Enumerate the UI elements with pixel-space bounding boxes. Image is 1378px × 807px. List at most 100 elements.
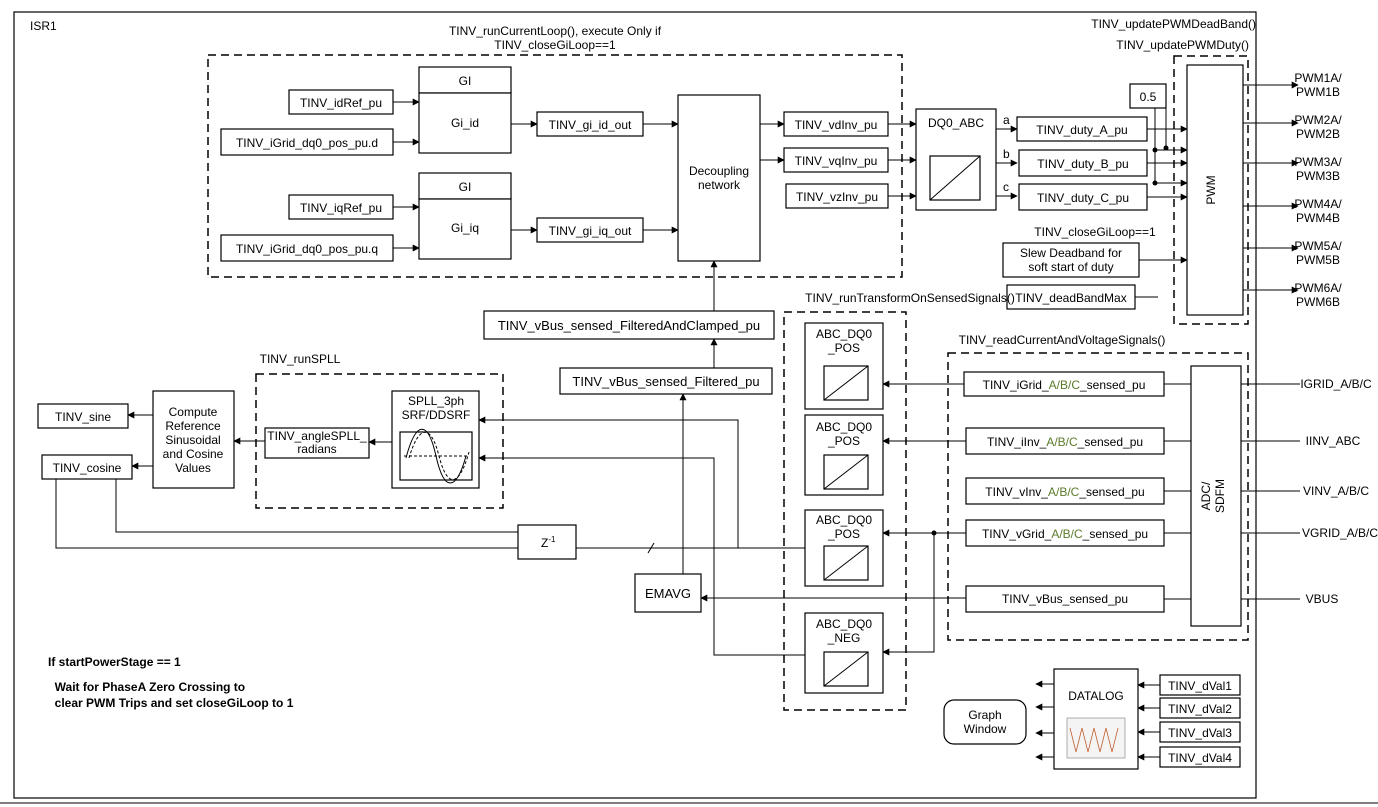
junction-half-2 (1152, 180, 1158, 186)
pwm1-label-1: PWM1A/ (1294, 71, 1342, 85)
bus-slash (647, 542, 655, 554)
pwm5-label-2: PWM5B (1296, 253, 1340, 267)
input-vinv: VINV_A/B/C (1303, 484, 1369, 498)
spll-wave-2 (408, 431, 470, 480)
z-inverse-block[interactable] (517, 524, 577, 560)
angle-spll-box[interactable] (264, 427, 370, 459)
vzinv-box[interactable] (785, 183, 889, 209)
gi-id-out-box[interactable] (536, 111, 644, 137)
adc-label-1: ADC/ (1199, 481, 1213, 510)
compute-line-1: Compute (169, 405, 218, 419)
vinv-sensed-label: TINV_vInv_A/B/C_sensed_pu (985, 485, 1144, 499)
gi-iq-out-box[interactable] (536, 217, 644, 243)
iinv-sensed-label: TINV_iInv_A/B/C_sensed_pu (987, 435, 1143, 449)
gi-id-header[interactable] (418, 66, 512, 94)
duty-title: TINV_updatePWMDuty() (1116, 38, 1249, 52)
deadband-max-box[interactable] (1006, 284, 1136, 310)
vqinv-box[interactable] (783, 147, 889, 173)
vbus-sensed-box[interactable] (965, 585, 1165, 613)
vbus-filtered-clamped-label: TINV_vBus_sensed_FilteredAndClamped_pu (498, 318, 760, 333)
input-vbus: VBUS (1306, 592, 1339, 606)
gi-iq-out-label: TINV_gi_iq_out (549, 224, 632, 238)
vbus-filtered-clamped-box[interactable] (483, 310, 775, 340)
pwm-label: PWM (1204, 175, 1218, 204)
abc-dq0-pos-3-label-1: ABC_DQ0 (816, 513, 872, 527)
read-signals-region (947, 352, 1249, 641)
wire-sine-z (55, 479, 518, 549)
compute-block[interactable] (152, 390, 235, 489)
abc-dq0-pos-1-label-1: ABC_DQ0 (816, 327, 872, 341)
angle-label-1: TINV_angleSPLL_ (267, 429, 367, 443)
pwm-block[interactable] (1186, 64, 1244, 316)
duty-c-label: TINV_duty_C_pu (1037, 191, 1129, 205)
duty-b-box[interactable] (1018, 149, 1148, 177)
igrid-sensed-box[interactable] (963, 371, 1165, 397)
duty-a-box[interactable] (1016, 116, 1148, 142)
half-const-label: 0.5 (1140, 90, 1157, 104)
pwm4-label-2: PWM4B (1296, 211, 1340, 225)
vdinv-label: TINV_vdInv_pu (795, 118, 878, 132)
angle-label-2: radians (297, 442, 336, 456)
cosine-box[interactable] (41, 454, 133, 480)
compute-line-5: Values (175, 461, 211, 475)
abc-dq0-neg-diagonal (823, 651, 869, 687)
junction-half-3 (1163, 145, 1169, 151)
compute-line-3: Sinusoidal (165, 433, 220, 447)
startup-note-2: Wait for PhaseA Zero Crossing to (48, 680, 245, 694)
abc-dq0-pos-1-label-2: _POS (827, 341, 860, 355)
phase-c-label: c (1003, 180, 1009, 194)
spll-label-2: SRF/DDSRF (402, 408, 471, 422)
decoupling-network[interactable] (677, 94, 761, 262)
igrid-d-box[interactable] (220, 128, 394, 156)
pwm2-label-1: PWM2A/ (1294, 113, 1342, 127)
sine-box[interactable] (37, 403, 129, 429)
arrow-neg-spll (478, 454, 805, 656)
phase-a-label: a (1003, 113, 1010, 127)
gi-id-header-label: GI (459, 74, 472, 88)
spll-wave-1 (405, 428, 467, 484)
gi-id-out-label: TINV_gi_id_out (549, 118, 632, 132)
vbus-sensed-label: TINV_vBus_sensed_pu (1002, 592, 1128, 606)
compute-line-4: and Cosine (163, 447, 224, 461)
dval3-label: TINV_dVal3 (1168, 726, 1232, 740)
pwm3-label-2: PWM3B (1296, 169, 1340, 183)
dq0-abc-diagonal (929, 155, 981, 201)
gi-id-block[interactable] (418, 92, 512, 154)
emavg-block[interactable] (634, 573, 702, 613)
arrow-vgrid-neg (882, 533, 935, 656)
abc-dq0-pos-3-label-2: _POS (827, 527, 860, 541)
iqref-box[interactable] (288, 194, 394, 220)
gi-iq-header[interactable] (418, 172, 512, 200)
gi-iq-label: Gi_iq (451, 221, 479, 235)
pwm5-label-1: PWM5A/ (1294, 239, 1342, 253)
dval2-label: TINV_dVal2 (1168, 702, 1232, 716)
input-igrid: IGRID_A/B/C (1300, 377, 1372, 391)
vinv-sensed-box[interactable] (965, 477, 1165, 505)
decoupling-label-1: Decoupling (689, 164, 749, 178)
dq0-abc-label: DQ0_ABC (928, 116, 984, 130)
phase-b-label: b (1003, 147, 1010, 161)
duty-a-label: TINV_duty_A_pu (1036, 123, 1127, 137)
duty-c-box[interactable] (1018, 183, 1148, 211)
emavg-label: EMAVG (645, 586, 691, 601)
idref-label: TINV_idRef_pu (300, 96, 382, 110)
input-vgrid: VGRID_A/B/C (1302, 526, 1378, 540)
idref-box[interactable] (288, 89, 394, 115)
isr-frame (13, 11, 1257, 799)
spll-label-1: SPLL_3ph (408, 394, 464, 408)
abc-dq0-neg-label-1: ABC_DQ0 (816, 617, 872, 631)
iqref-label: TINV_iqRef_pu (300, 201, 382, 215)
vgrid-sensed-label: TINV_vGrid_A/B/C_sensed_pu (982, 527, 1148, 541)
adc-sdfm-block[interactable] (1190, 365, 1242, 627)
vbus-filtered-box[interactable] (559, 367, 773, 395)
vbus-filtered-label: TINV_vBus_sensed_Filtered_pu (572, 374, 759, 389)
abc-dq0-pos-2-label-2: _POS (827, 434, 860, 448)
current-loop-title-1: TINV_runCurrentLoop(), execute Only if (449, 24, 662, 38)
startup-note-1: If startPowerStage == 1 (48, 655, 181, 669)
gi-iq-block[interactable] (418, 198, 512, 260)
gi-id-label: Gi_id (451, 116, 479, 130)
graph-window-box[interactable] (943, 699, 1027, 745)
half-const-box[interactable] (1129, 83, 1167, 109)
datalog-label: DATALOG (1068, 689, 1124, 703)
